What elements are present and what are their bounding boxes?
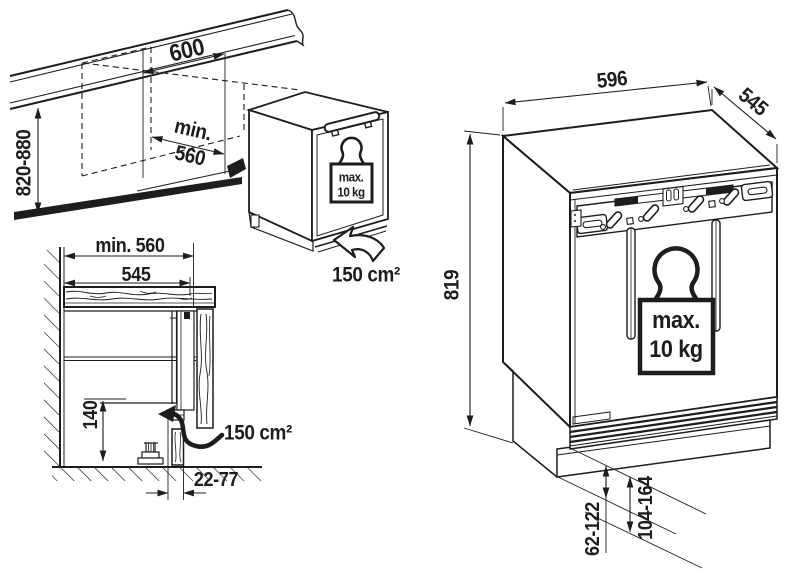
appliance-width-dim-label: 596 <box>595 66 629 94</box>
door-load-small-label-line2: 10 kg <box>337 184 365 200</box>
plinth-board <box>171 428 185 466</box>
appliance-dimensions <box>463 79 778 569</box>
niche-vent-area-label: 150 cm² <box>332 263 400 287</box>
dim-line-depth <box>713 86 777 140</box>
decor-door-panel <box>196 308 214 429</box>
wood-grain <box>65 290 213 296</box>
rail-slot <box>605 211 623 229</box>
appliance-section-front <box>170 310 195 421</box>
section-worktop-depth-label: 545 <box>121 264 151 286</box>
door-load-large-label-line1: max. <box>652 307 700 334</box>
dim-line-width <box>504 79 708 106</box>
door-handle <box>323 111 381 137</box>
appliance-height-dim-label: 819 <box>440 269 464 301</box>
base-side <box>502 361 558 478</box>
appliance-foot <box>250 214 260 228</box>
worktop-section <box>63 286 216 308</box>
worktop-iso <box>9 9 305 110</box>
appliance-iso-small <box>246 91 389 253</box>
wood-grain <box>198 313 202 425</box>
door-load-large-label-line2: 10 kg <box>649 336 703 363</box>
section-niche-depth-label: min. 560 <box>95 235 165 257</box>
dim-line-niche-depth <box>151 136 225 155</box>
door-load-small-label-line1: max. <box>338 169 364 185</box>
mounting-rail <box>570 180 774 238</box>
levelling-foot <box>137 442 164 465</box>
mounting-bracket-mark <box>184 312 190 319</box>
niche-floor-shadow <box>227 158 246 178</box>
section-recess-height-label: 140 <box>80 400 102 430</box>
rail-slot <box>687 195 705 213</box>
section-view <box>44 243 262 500</box>
insert-arrow-icon <box>332 225 386 263</box>
appliance-plinth-min-label: 62-122 <box>582 502 604 556</box>
section-plinth-range-label: 22-77 <box>193 469 239 491</box>
weight-icon-small <box>329 136 374 204</box>
worktop-torn-edge <box>287 9 305 47</box>
appliance-iso-large <box>463 79 780 569</box>
wall-hatch <box>44 250 60 466</box>
airflow-arrow-icon <box>158 405 225 449</box>
weight-icon-large <box>637 246 716 376</box>
section-vent-area-label: 150 cm² <box>224 421 292 445</box>
dim-line-niche-width <box>142 53 225 74</box>
rail-slot <box>722 188 740 206</box>
floor-edge <box>14 158 246 220</box>
rail-slot <box>642 204 660 222</box>
floor-hatch <box>52 468 262 481</box>
vent-grille <box>569 396 778 450</box>
appliance-plinth-max-label: 104-164 <box>635 476 657 540</box>
niche-height-dim-label: 820-880 <box>12 129 36 197</box>
niche-dimensions <box>34 50 226 214</box>
